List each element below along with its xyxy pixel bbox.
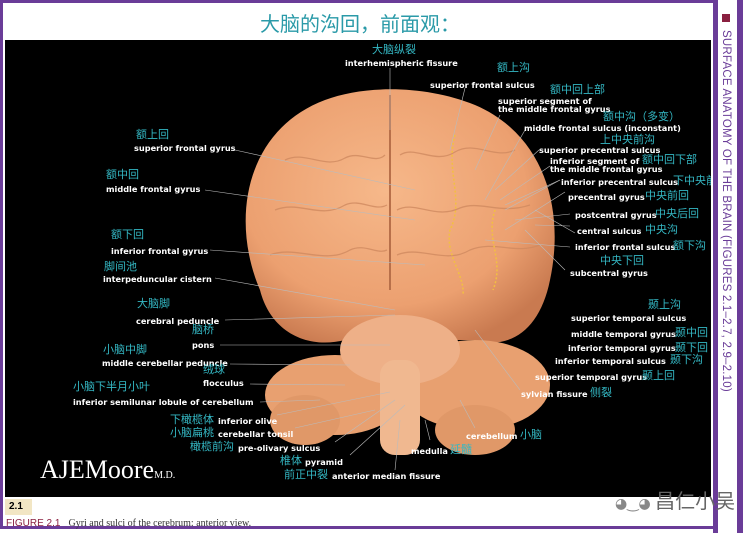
caption-text: Gyri and sulci of the cerebrum: anterior…: [68, 518, 252, 529]
label-zh-mid-frontal-sulcus: 额中沟（多变）: [603, 110, 680, 123]
label-cerebral-peduncle: cerebral peduncle: [136, 316, 220, 326]
label-zh-mid-frontal-gyrus: 额中回: [106, 168, 139, 181]
label-flocculus: flocculus: [203, 378, 244, 388]
label-zh-mid-cerebellar-peduncle: 小脑中脚: [103, 343, 147, 356]
cerebellum-brainstem: [265, 315, 550, 455]
label-anterior-median-fissure: anterior median fissure: [332, 471, 441, 481]
label-zh-cerebellum: 小脑: [520, 428, 542, 441]
label-inferior-frontal-sulcus: inferior frontal sulcus: [575, 242, 676, 252]
label-zh-precentral-gyrus: 中央前回: [645, 189, 689, 202]
label-medulla: medulla: [411, 446, 448, 456]
label-postcentral-gyrus: postcentral gyrus: [575, 210, 657, 220]
sidebar-inner: [718, 0, 737, 533]
label-zh-ant-median: 前正中裂: [284, 468, 328, 481]
label-zh-sup-seg-mfg: 额中回上部: [550, 83, 605, 96]
figure-caption: FIGURE 2.1 Gyri and sulci of the cerebrum…: [6, 518, 251, 529]
label-zh-pyramid: 椎体: [280, 454, 302, 467]
label-zh-cerebral-peduncle: 大脑脚: [137, 297, 170, 310]
label-zh-cerebellar-tonsil: 小脑扁桃: [170, 426, 214, 439]
label-zh-subcentral-gyrus: 中央下回: [600, 254, 644, 267]
section-header: SURFACE ANATOMY OF THE BRAIN (FIGURES 2.…: [720, 30, 732, 392]
label-zh-medulla: 延髓: [450, 443, 472, 456]
label-superior-precentral-sulcus: superior precentral sulcus: [539, 145, 661, 155]
label-zh-sup-temporal-gyrus: 颞上回: [642, 369, 675, 382]
label-cerebellum: cerebellum: [466, 431, 518, 441]
label-sylvian-fissure: sylvian fissure: [521, 389, 588, 399]
label-superior-segment-mfg-2: the middle frontal gyrus: [498, 104, 611, 114]
label-zh-inf-frontal-gyrus: 额下回: [111, 228, 144, 241]
label-inferior-olive: inferior olive: [218, 416, 278, 426]
label-zh-inf-olive: 下橄榄体: [170, 413, 214, 426]
page-title: 大脑的沟回，前面观：: [260, 12, 460, 36]
label-inferior-temporal-gyrus: inferior temporal gyrus: [568, 343, 676, 353]
label-superior-frontal-gyrus: superior frontal gyrus: [134, 143, 236, 153]
label-middle-frontal-gyrus: middle frontal gyrus: [106, 184, 201, 194]
figure-number: 2.1: [5, 499, 32, 515]
label-zh-inf-temporal-sulcus: 颞下沟: [670, 353, 703, 366]
label-inferior-segment-mfg-2: the middle frontal gyrus: [550, 164, 663, 174]
label-zh-sup-temporal-sulcus: 颞上沟: [648, 298, 681, 311]
label-cerebellar-tonsil: cerebellar tonsil: [218, 429, 294, 439]
label-inferior-temporal-sulcus: inferior temporal sulcus: [555, 356, 666, 366]
label-subcentral-gyrus: subcentral gyrus: [570, 268, 648, 278]
label-superior-temporal-gyrus: superior temporal gyrus: [535, 372, 648, 382]
label-zh-sup-frontal-sulcus: 额上沟: [497, 61, 530, 74]
label-superior-frontal-sulcus: superior frontal sulcus: [430, 80, 535, 90]
label-zh-flocculus: 绒球: [203, 363, 225, 376]
label-zh-interhemispheric: 大脑纵裂: [372, 43, 416, 56]
label-middle-cerebellar-peduncle: middle cerebellar peduncle: [102, 358, 228, 368]
section-marker: [722, 14, 730, 22]
label-zh-pons: 脑桥: [192, 323, 214, 336]
label-zh-inf-seg-mfg: 额中回下部: [642, 153, 697, 166]
label-middle-temporal-gyrus: middle temporal gyrus: [571, 329, 676, 339]
label-zh-sylvian: 侧裂: [590, 386, 612, 399]
cerebrum: [245, 89, 555, 343]
label-interpeduncular-cistern: interpeduncular cistern: [103, 274, 212, 284]
label-inferior-frontal-gyrus: inferior frontal gyrus: [111, 246, 209, 256]
label-zh-inf-frontal-sulcus: 额下沟: [673, 239, 706, 252]
label-central-sulcus: central sulcus: [577, 226, 642, 236]
label-pre-olivary-sulcus: pre-olivary sulcus: [238, 443, 321, 453]
caption-label: FIGURE 2.1: [6, 518, 61, 529]
label-zh-sup-frontal-gyrus: 额上回: [136, 128, 169, 141]
label-precentral-gyrus: precentral gyrus: [568, 192, 645, 202]
label-interhemispheric-fissure: interhemispheric fissure: [345, 58, 458, 68]
label-zh-central-sulcus: 中央沟: [645, 223, 678, 236]
label-zh-mid-temporal-gyrus: 颞中回: [675, 326, 708, 339]
label-inferior-segment-mfg-1: inferior segment of: [550, 156, 640, 166]
label-zh-pre-olivary: 橄榄前沟: [190, 440, 234, 453]
label-superior-segment-mfg-1: superior segment of: [498, 96, 592, 106]
label-zh-inf-semilunar: 小脑下半月小叶: [73, 380, 150, 393]
brain-drawing: [204, 68, 576, 471]
leader-lines: [204, 68, 576, 471]
label-zh-postcentral-gyrus: 中央后回: [655, 207, 699, 220]
label-superior-temporal-sulcus: superior temporal sulcus: [571, 313, 687, 323]
label-inferior-precentral-sulcus: inferior precentral sulcus: [561, 177, 678, 187]
label-zh-sup-precentral-sulcus: 上中央前沟: [600, 133, 655, 146]
watermark: ◕‿◕ 昌仁小吴: [615, 489, 736, 513]
label-zh-inf-temporal-gyrus: 颞下回: [675, 341, 708, 354]
label-pons: pons: [192, 340, 215, 350]
label-zh-inf-precentral-sulcus: 下中央前沟: [673, 174, 711, 187]
label-pyramid: pyramid: [305, 457, 343, 467]
label-middle-frontal-sulcus: middle frontal sulcus (inconstant): [524, 123, 681, 133]
label-zh-interpeduncular: 脚间池: [104, 260, 137, 273]
label-inferior-semilunar-lobule: inferior semilunar lobule of cerebellum: [73, 397, 254, 407]
wechat-icon: ◕‿◕: [615, 496, 656, 512]
brain-illustration: 大脑纵裂 interhemispheric fissure 额上沟 superi…: [5, 40, 711, 497]
artist-signature-logo: AJEMooreM.D.: [40, 455, 176, 484]
